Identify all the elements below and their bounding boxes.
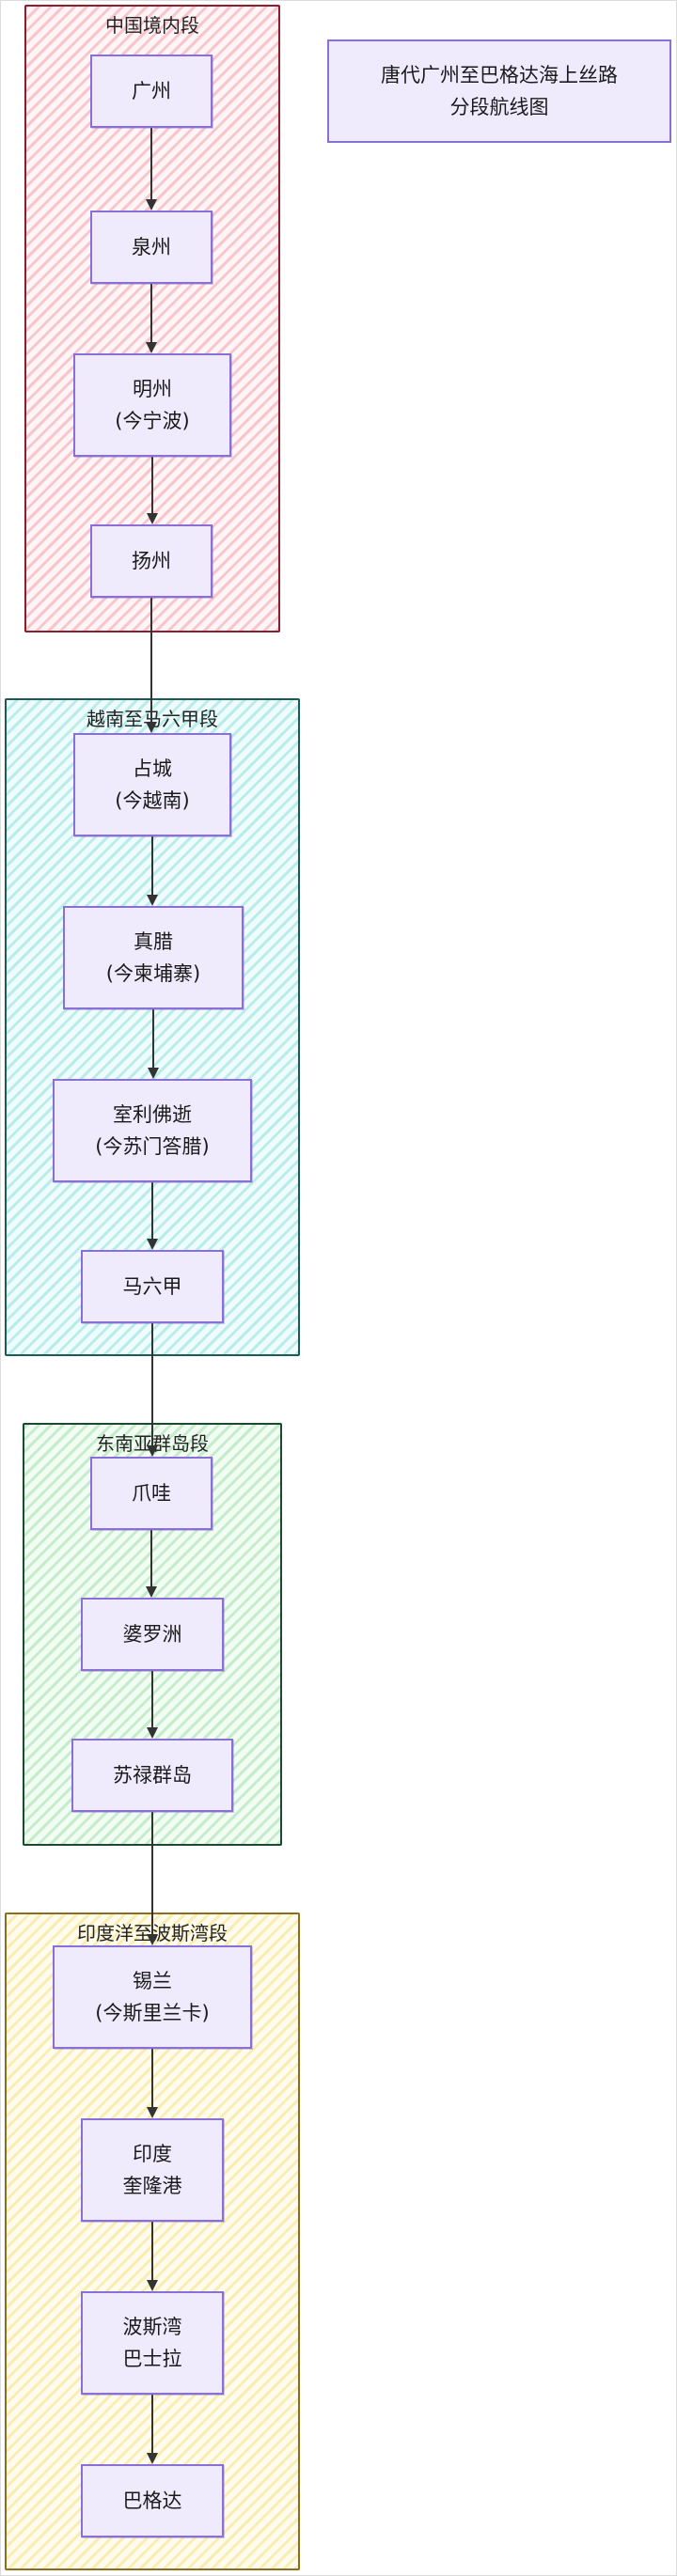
node-yindu[interactable]: 印度 奎隆港 [81, 2118, 224, 2222]
node-quanzhou[interactable]: 泉州 [90, 211, 213, 284]
node-guangzhou[interactable]: 广州 [90, 55, 213, 128]
group-title-china-domestic: 中国境内段 [105, 14, 199, 37]
node-yangzhou[interactable]: 扬州 [90, 524, 213, 598]
node-zhenla[interactable]: 真腊 (今柬埔寨) [63, 906, 244, 1009]
node-bosiwan[interactable]: 波斯湾 巴士拉 [81, 2291, 224, 2395]
diagram-title: 唐代广州至巴格达海上丝路 分段航线图 [327, 39, 671, 143]
node-sulu[interactable]: 苏禄群岛 [71, 1739, 233, 1812]
node-xilan[interactable]: 锡兰 (今斯里兰卡) [53, 1945, 252, 2049]
node-poluozhou[interactable]: 婆罗洲 [81, 1598, 224, 1671]
node-bageda[interactable]: 巴格达 [81, 2464, 224, 2537]
node-shilifoshi[interactable]: 室利佛逝 (今苏门答腊) [53, 1079, 252, 1182]
node-zhuawa[interactable]: 爪哇 [90, 1457, 213, 1530]
node-zhancheng[interactable]: 占城 (今越南) [73, 733, 231, 836]
node-mingzhou[interactable]: 明州 (今宁波) [73, 353, 231, 457]
node-maliujia[interactable]: 马六甲 [81, 1250, 224, 1323]
